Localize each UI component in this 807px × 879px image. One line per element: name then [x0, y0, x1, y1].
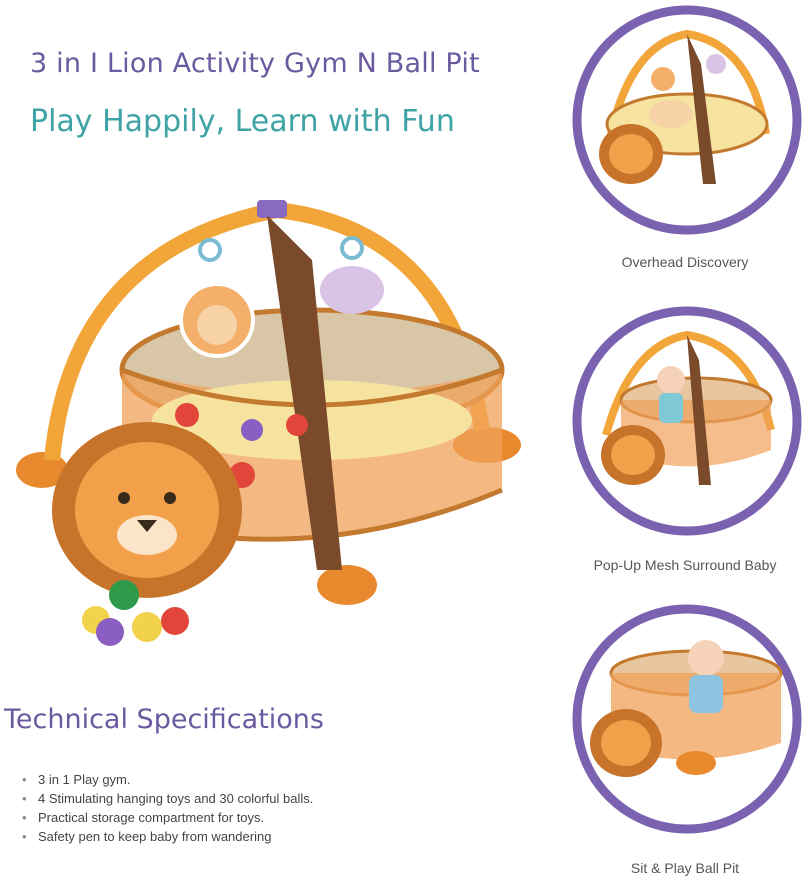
feature-caption-overhead: Overhead Discovery — [621, 254, 749, 270]
feature-image-overhead — [571, 4, 803, 236]
feature-caption-ballpit: Sit & Play Ball Pit — [630, 860, 740, 876]
lion-gym-illustration — [16, 200, 521, 646]
spec-item: 3 in 1 Play gym. — [26, 770, 446, 789]
feature-image-ballpit — [571, 603, 803, 835]
feature-caption-mesh: Pop-Up Mesh Surround Baby — [593, 557, 777, 573]
product-main-image — [12, 190, 532, 660]
spec-item: Practical storage compartment for toys. — [26, 808, 446, 827]
product-tagline: Play Happily, Learn with Fun — [30, 104, 455, 139]
spec-item: 4 Stimulating hanging toys and 30 colorf… — [26, 789, 446, 808]
specs-list: 3 in 1 Play gym. 4 Stimulating hanging t… — [6, 770, 446, 846]
product-title: 3 in I Lion Activity Gym N Ball Pit — [30, 48, 480, 79]
feature-image-mesh — [571, 305, 803, 537]
specs-heading: Technical Specifications — [4, 704, 324, 735]
spec-item: Safety pen to keep baby from wandering — [26, 827, 446, 846]
